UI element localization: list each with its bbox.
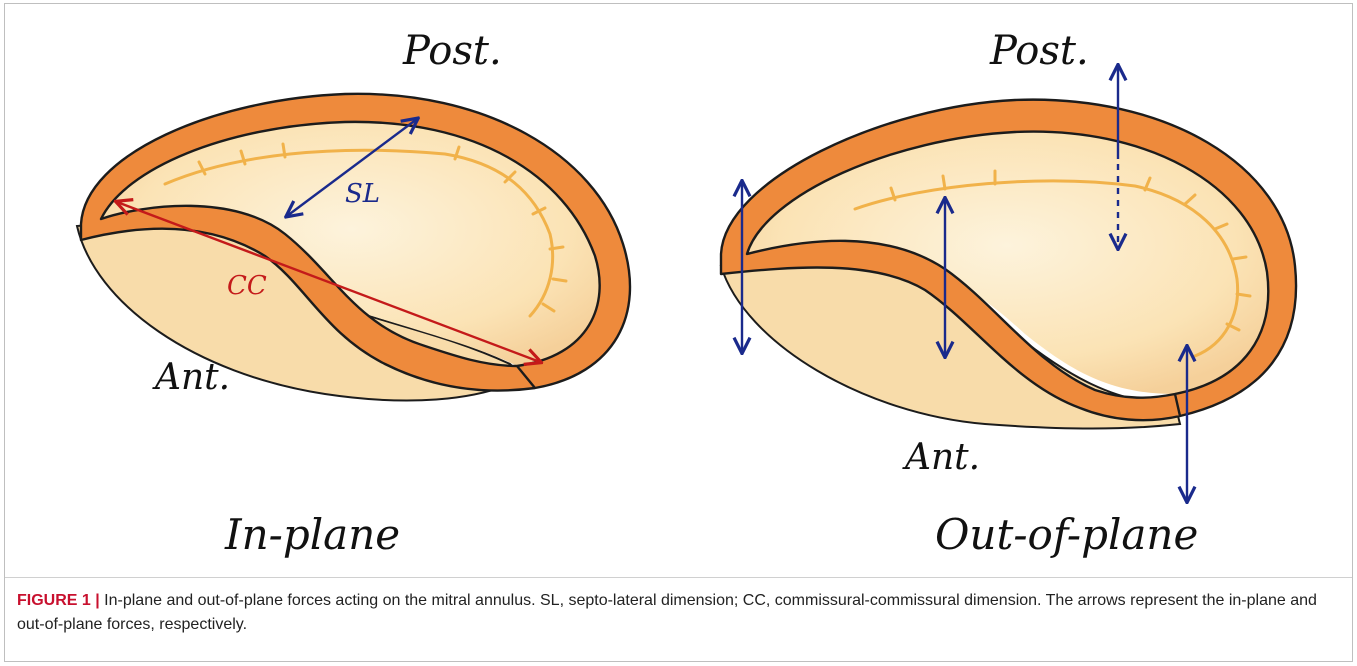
right-post-label: Post. [989, 28, 1089, 74]
figure-label: FIGURE 1 | [17, 592, 100, 609]
out-of-plane-title: Out-of-plane [935, 510, 1198, 559]
sl-label: SL [345, 179, 380, 209]
caption-divider [5, 577, 1352, 578]
left-ant-label: Ant. [152, 357, 230, 398]
out-of-plane-panel: Post. Ant. Out-of-plane [721, 28, 1296, 559]
figure-frame: Post. SL CC Ant. In-plane [4, 3, 1353, 662]
figure-caption-text: In-plane and out-of-plane forces acting … [17, 592, 1317, 633]
figure-illustration: Post. SL CC Ant. In-plane [5, 4, 1354, 574]
figure-caption: FIGURE 1 | In-plane and out-of-plane for… [17, 589, 1337, 637]
in-plane-panel: Post. SL CC Ant. In-plane [77, 28, 630, 559]
right-ant-label: Ant. [902, 437, 980, 478]
left-post-label: Post. [402, 28, 502, 74]
in-plane-title: In-plane [224, 510, 400, 559]
cc-label: CC [227, 271, 267, 301]
